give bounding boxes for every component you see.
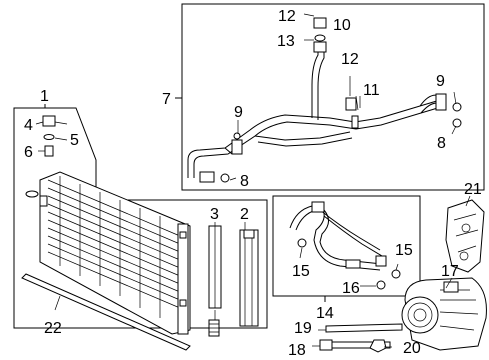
callout-21: 21 (464, 181, 482, 198)
callout-6: 6 (24, 144, 33, 161)
box-7-line-assembly (175, 3, 485, 191)
callout-19: 19 (294, 320, 312, 337)
callout-22: 22 (44, 320, 62, 337)
bolts (319, 323, 403, 353)
desiccant-bag (239, 229, 259, 327)
compressor (401, 277, 487, 351)
callout-numbers: 1 2 3 4 5 6 7 8 8 9 9 10 11 12 12 13 14 … (24, 8, 482, 359)
callout-5: 5 (70, 132, 79, 149)
callout-15a: 15 (292, 263, 310, 280)
callout-12a: 12 (278, 8, 296, 25)
box-1-condenser (13, 104, 268, 351)
callout-8a: 8 (240, 173, 249, 190)
receiver-dryer (208, 225, 222, 337)
callout-7: 7 (162, 91, 171, 108)
box-14-hose-assembly (272, 195, 421, 302)
callout-8b: 8 (437, 135, 446, 152)
callout-18: 18 (288, 342, 306, 359)
callout-9a: 9 (234, 104, 243, 121)
callout-9b: 9 (436, 73, 445, 90)
callout-17: 17 (441, 263, 459, 280)
callout-1: 1 (40, 88, 49, 105)
callout-14: 14 (316, 305, 334, 322)
callout-11: 11 (363, 82, 380, 99)
callout-16: 16 (342, 280, 360, 297)
callout-4: 4 (24, 117, 33, 134)
condenser-core (39, 171, 191, 335)
leader-lines (35, 13, 471, 348)
callout-20: 20 (403, 340, 421, 357)
callout-10: 10 (333, 17, 351, 34)
compressor-bracket (445, 199, 485, 273)
callout-3: 3 (210, 206, 219, 223)
callout-2: 2 (240, 206, 249, 223)
callout-13: 13 (277, 33, 295, 50)
callout-15b: 15 (395, 242, 413, 259)
callout-12b: 12 (341, 51, 359, 68)
